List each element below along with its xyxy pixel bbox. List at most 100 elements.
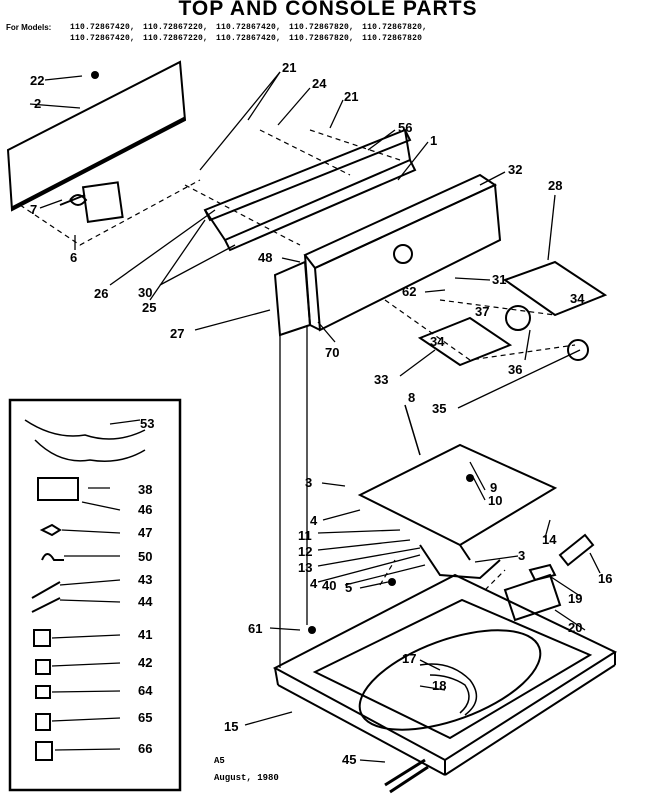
callout-45: 45	[342, 752, 356, 767]
washer-top	[272, 573, 618, 776]
part-icon-64	[35, 685, 51, 699]
callout-31: 31	[492, 272, 506, 287]
part-icon-47	[39, 523, 62, 537]
callout-34-a: 34	[430, 334, 445, 349]
model-number: 110.72867420,	[216, 34, 282, 43]
model-number: 110.72867220,	[143, 34, 209, 43]
part-icon-38	[37, 477, 79, 501]
callout-64: 64	[138, 683, 153, 698]
console-rail	[203, 128, 417, 252]
part-16	[558, 533, 595, 567]
footer-date: August, 1980	[214, 773, 279, 783]
part-icon-66	[35, 741, 53, 761]
callout-70: 70	[325, 345, 339, 360]
lid-bracket	[357, 443, 558, 580]
callout-38: 38	[138, 482, 152, 497]
control-knob	[505, 305, 531, 331]
models-row-2: 110.72867420, 110.72867220, 110.72867420, 1…	[70, 34, 430, 43]
callout-17: 17	[402, 651, 416, 666]
callout-56: 56	[398, 120, 412, 135]
callout-7: 7	[30, 202, 37, 217]
callout-4-b: 4	[310, 576, 318, 591]
part-icon-41	[33, 629, 51, 647]
switch-panel-34	[417, 316, 513, 367]
callout-43: 43	[138, 572, 152, 587]
callout-15: 15	[224, 719, 238, 734]
models-label: For Models:	[6, 23, 52, 32]
callout-42: 42	[138, 655, 152, 670]
switch-panel-28	[502, 260, 608, 317]
callout-47: 47	[138, 525, 152, 540]
switch-assembly	[59, 181, 124, 224]
callout-61: 61	[248, 621, 262, 636]
callout-19: 19	[568, 591, 582, 606]
callout-13: 13	[298, 560, 312, 575]
part-icon-43	[31, 581, 61, 599]
callout-32: 32	[508, 162, 522, 177]
callout-6: 6	[70, 250, 77, 265]
callout-20: 20	[568, 620, 582, 635]
callout-27: 27	[170, 326, 184, 341]
callout-41: 41	[138, 627, 152, 642]
callout-40: 40	[322, 578, 336, 593]
callout-4-a: 4	[310, 513, 318, 528]
callout-2: 2	[34, 96, 41, 111]
callout-18: 18	[432, 678, 446, 693]
callout-62: 62	[402, 284, 416, 299]
callout-11: 11	[298, 528, 312, 543]
part-icon-44	[31, 597, 61, 613]
callout-21-b: 21	[344, 89, 358, 104]
models-row-1: 110.72867420, 110.72867220, 110.72867420, 1…	[70, 23, 435, 32]
callout-48: 48	[258, 250, 272, 265]
footer-code: A5	[214, 756, 225, 766]
callout-5: 5	[345, 580, 352, 595]
callout-3-b: 3	[518, 548, 525, 563]
callout-36: 36	[508, 362, 522, 377]
model-number: 110.72867820,	[289, 23, 355, 32]
part-icon-42	[35, 659, 51, 675]
callout-66: 66	[138, 741, 152, 756]
model-number: 110.72867420,	[70, 34, 136, 43]
part-icon-50	[41, 553, 64, 561]
callout-14: 14	[542, 532, 557, 547]
callout-34-b: 34	[570, 291, 585, 306]
callout-21-a: 21	[282, 60, 296, 75]
lid-opening	[358, 629, 542, 731]
model-number: 110.72867420,	[70, 23, 136, 32]
diagram-title: TOP AND CONSOLE PARTS	[178, 0, 478, 20]
callout-50: 50	[138, 549, 152, 564]
knob-35	[567, 339, 589, 361]
timer-dial	[393, 244, 413, 264]
callout-8-a: 8	[408, 390, 415, 405]
model-number: 110.72867220,	[143, 23, 209, 32]
callout-44: 44	[138, 594, 153, 609]
callout-24: 24	[312, 76, 327, 91]
callout-46: 46	[138, 502, 152, 517]
callout-12: 12	[298, 544, 312, 559]
callout-3-a: 3	[305, 475, 312, 490]
part-19	[528, 563, 557, 582]
callout-16: 16	[598, 571, 612, 586]
callout-65: 65	[138, 710, 152, 725]
callout-35: 35	[432, 401, 446, 416]
console-housing	[303, 173, 502, 332]
parts-inset-box	[8, 398, 182, 792]
part-20-bracket	[503, 573, 562, 622]
model-number: 110.72867820,	[289, 34, 355, 43]
callout-28: 28	[548, 178, 562, 193]
callout-10: 10	[488, 493, 502, 508]
callout-26: 26	[94, 286, 108, 301]
callout-30: 30	[138, 285, 152, 300]
part-icon-65	[35, 713, 51, 731]
callout-25: 25	[142, 300, 156, 315]
callout-53: 53	[140, 416, 154, 431]
console-end-cap	[273, 260, 312, 668]
model-number: 110.72867820,	[362, 23, 428, 32]
callout-37: 37	[475, 304, 489, 319]
model-number: 110.72867420,	[216, 23, 282, 32]
callout-1: 1	[430, 133, 437, 148]
backsplash-panel	[6, 60, 187, 212]
callout-9: 9	[490, 480, 497, 495]
